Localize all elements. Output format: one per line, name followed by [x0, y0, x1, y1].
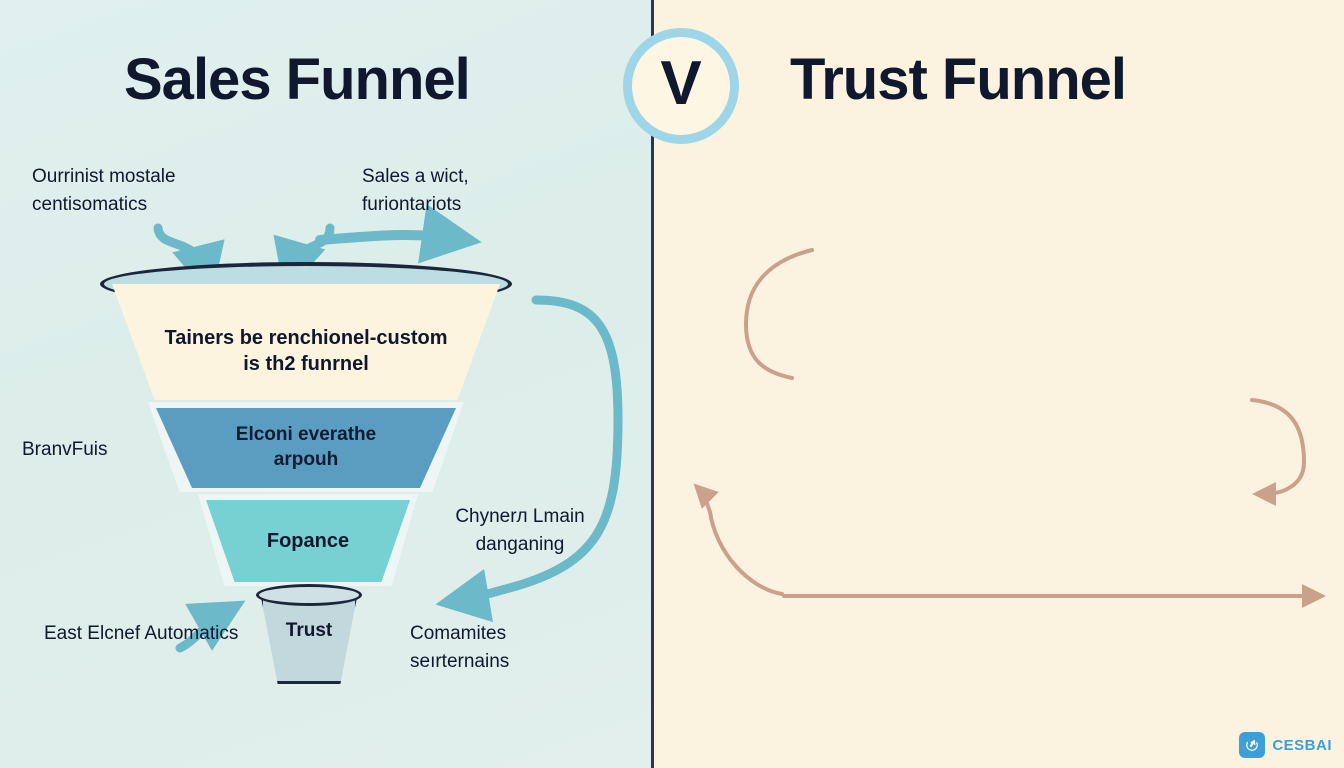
funnel-stage-2-label: Elconi everathe arpouh: [235, 424, 377, 470]
recycle-icon: [1239, 732, 1266, 758]
panel-divider: [651, 0, 654, 768]
sales-funnel-diagram: Tainers be renchionel-custom is th2 funr…: [88, 262, 528, 692]
right-arrow-layer: [693, 248, 1326, 608]
trust-cup-rim: [256, 584, 362, 606]
watermark: CESBAI: [1239, 732, 1332, 758]
annotation-label-e: East Elcnef Automatics: [44, 623, 239, 644]
page-title-sales-funnel: Sales Funnel: [124, 47, 471, 112]
trust-cup-label: Trust: [285, 620, 333, 641]
funnel-stage-2: Elconi everathe arpouh: [156, 408, 456, 488]
annotation-label-c: BranvFuis: [22, 439, 108, 460]
annotation-label-f: Comamites seırternains: [410, 623, 510, 672]
annotation-label-d: Chynerл Lmain danganing: [455, 506, 585, 555]
funnel-stage-1: Tainers be renchionel-custom is th2 funr…: [112, 284, 500, 400]
page-title-trust-funnel: Trust Funnel: [790, 47, 1127, 112]
annotation-label-a: Ourrinist mostale centisomatics: [32, 166, 176, 215]
right-panel: Trust Funnel Comnerraper ever hald not s…: [652, 0, 1344, 768]
left-panel: Sales Funnel Ourrinist mostale centisoma…: [0, 0, 652, 768]
funnel-stage-1-label: Tainers be renchionel-custom is th2 funr…: [164, 327, 448, 375]
watermark-label: CESBAI: [1272, 736, 1332, 754]
funnel-stage-3: Fopance: [206, 500, 410, 582]
annotation-label-b: Sales a wict, furiontariots: [362, 166, 469, 215]
center-versus-letter: V: [660, 49, 702, 118]
funnel-stage-3-label: Fopance: [266, 529, 350, 552]
center-versus-badge: V: [623, 28, 739, 144]
